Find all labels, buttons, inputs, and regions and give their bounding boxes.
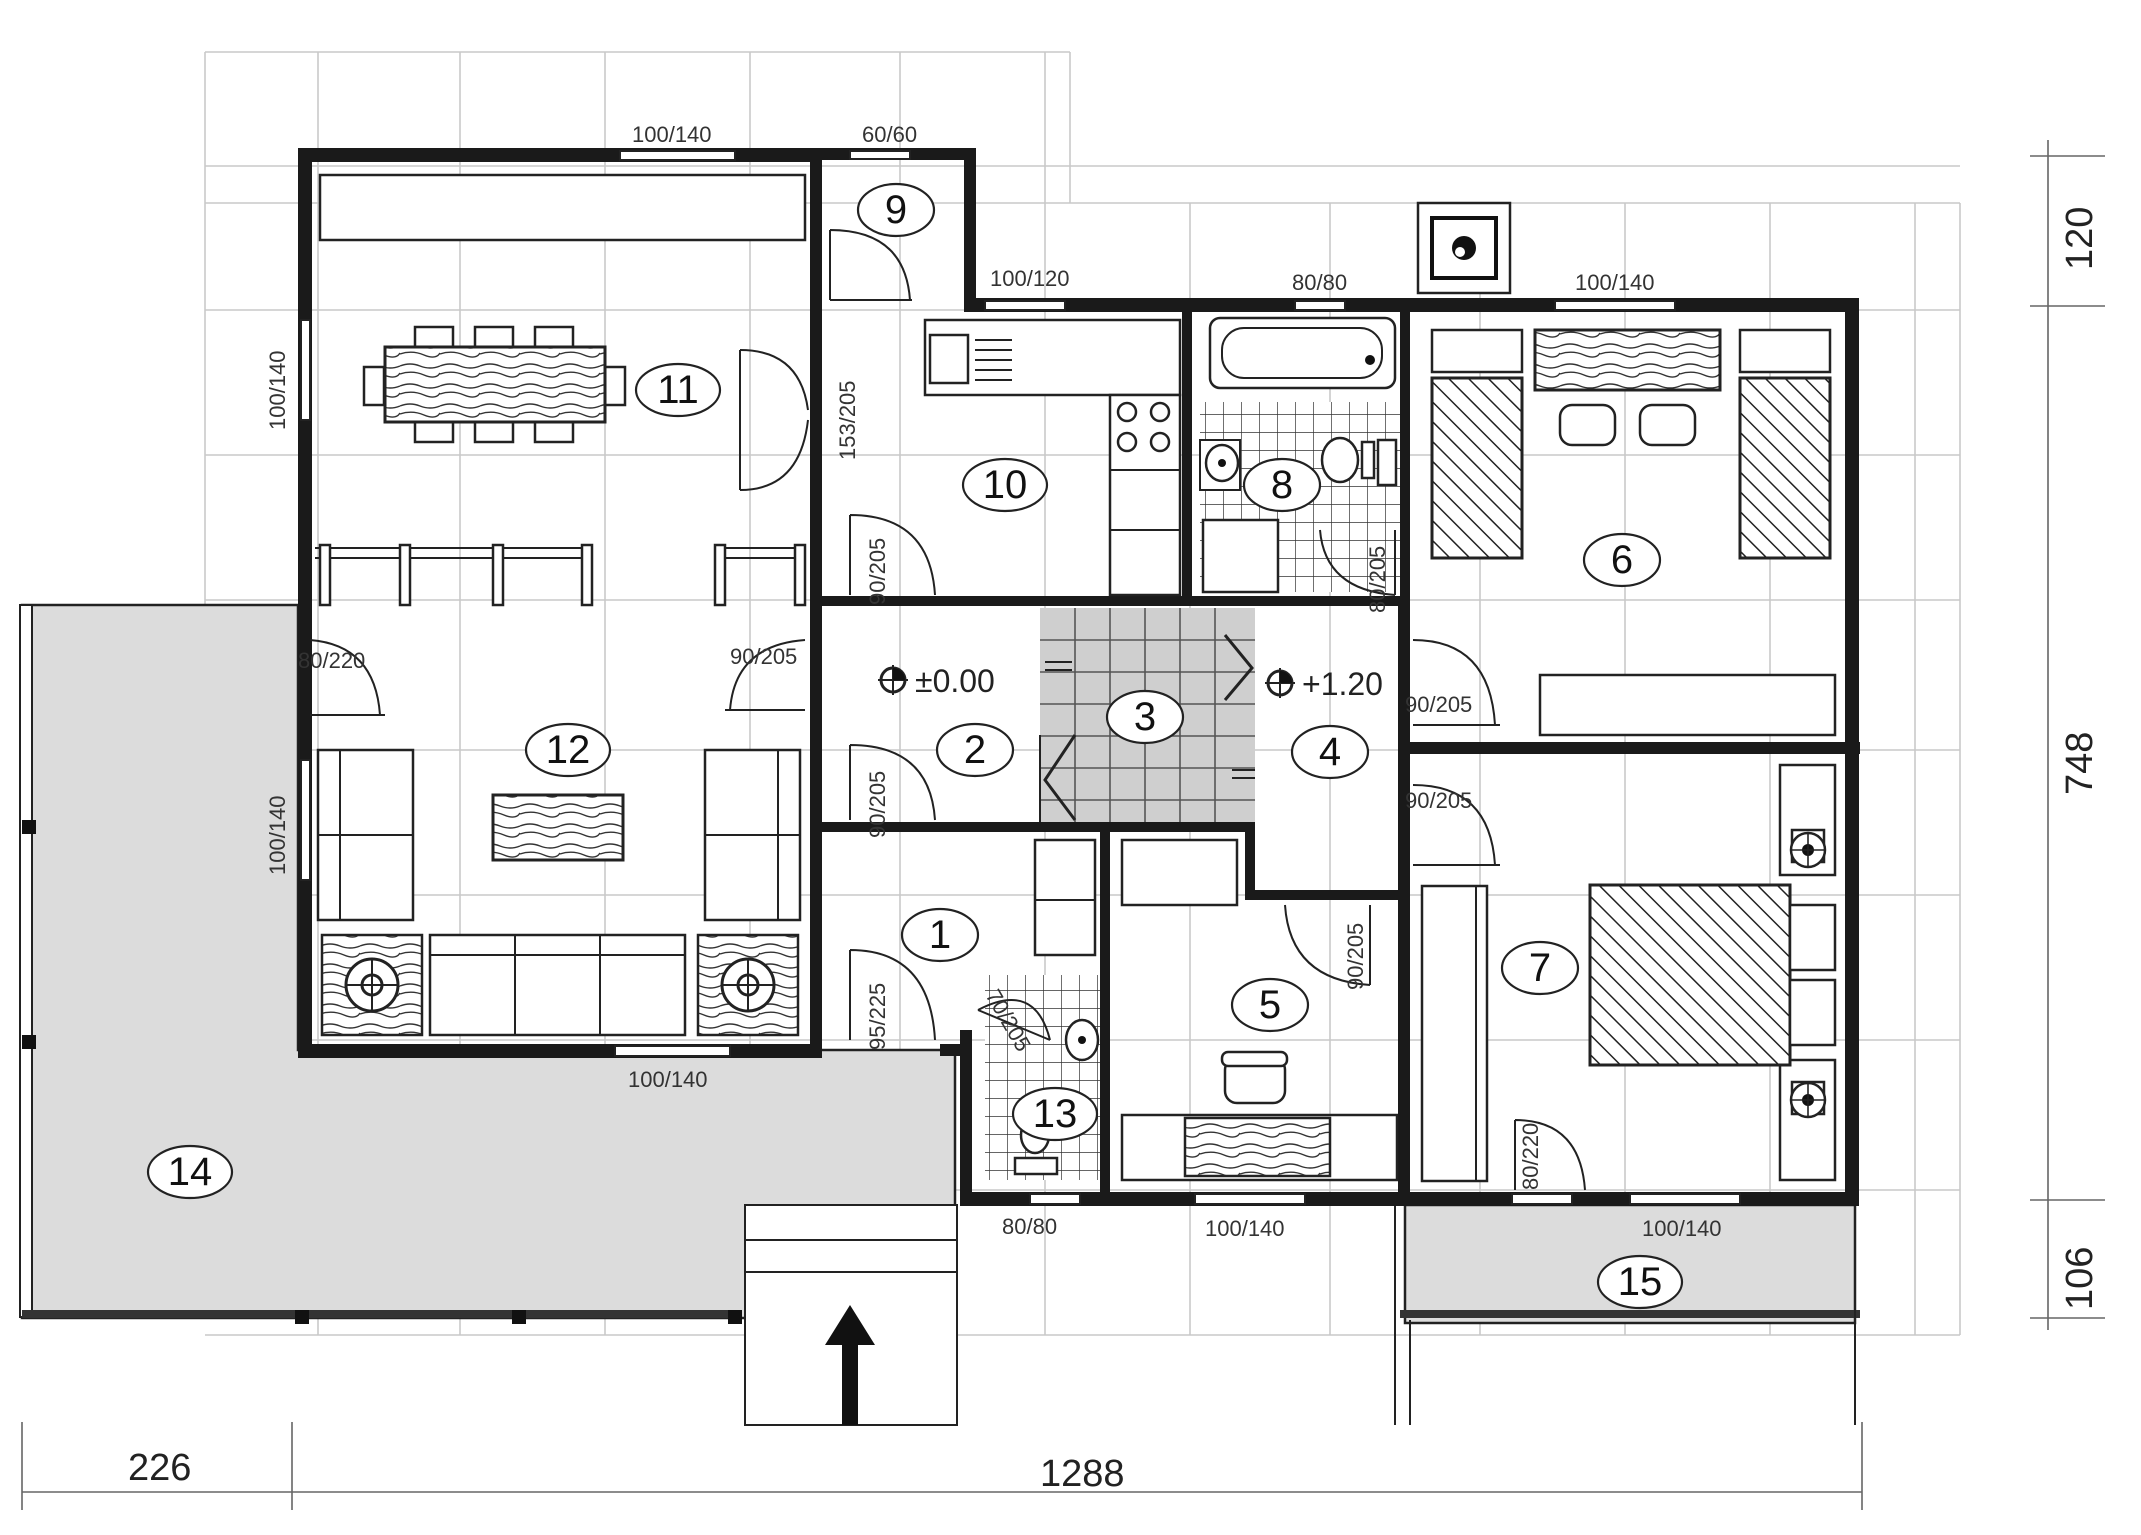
- room-label: 14: [168, 1150, 213, 1194]
- room-label: 15: [1618, 1260, 1663, 1304]
- svg-text:90/205: 90/205: [865, 771, 890, 838]
- svg-text:100/140: 100/140: [1205, 1216, 1285, 1241]
- room-label: 13: [1033, 1092, 1078, 1136]
- terrace-railing: [19, 604, 33, 1318]
- office-furniture: [1120, 838, 1399, 1182]
- svg-text:100/140: 100/140: [632, 122, 712, 147]
- svg-text:90/205: 90/205: [730, 644, 797, 669]
- svg-text:100/140: 100/140: [265, 350, 290, 430]
- bedroom-6-furniture: [1430, 328, 1837, 737]
- door-7[interactable]: [1412, 784, 1500, 866]
- post: [295, 1310, 309, 1324]
- living-set: [316, 748, 802, 1037]
- lamp-icon: [1789, 1081, 1827, 1119]
- door-8[interactable]: [1319, 529, 1396, 596]
- flue-icon: [1452, 236, 1476, 260]
- room-label: 9: [885, 188, 907, 232]
- lamp-icon: [1789, 831, 1827, 869]
- level-marker-icon: [878, 665, 908, 695]
- svg-text:100/140: 100/140: [265, 795, 290, 875]
- lamp-icon: [720, 957, 776, 1013]
- room-label: 11: [657, 368, 699, 412]
- level-upper: +1.20: [1302, 666, 1383, 702]
- bedroom-7-furniture: [1420, 763, 1837, 1183]
- svg-text:153/205: 153/205: [835, 380, 860, 460]
- door-5[interactable]: [1284, 904, 1371, 986]
- wardrobe: [1033, 838, 1097, 957]
- svg-text:80/220: 80/220: [1518, 1123, 1543, 1190]
- door-1[interactable]: [849, 949, 936, 1041]
- svg-text:80/220: 80/220: [298, 648, 365, 673]
- svg-text:90/205: 90/205: [865, 538, 890, 605]
- post: [22, 820, 36, 834]
- kitchen-units: [923, 318, 1182, 597]
- room-label: 6: [1611, 538, 1633, 582]
- post: [728, 1310, 742, 1324]
- door-12-terrace[interactable]: [309, 639, 385, 716]
- door-2[interactable]: [849, 744, 936, 821]
- room-label: 3: [1134, 695, 1156, 739]
- svg-text:80/80: 80/80: [1292, 270, 1347, 295]
- opening-labels: 100/140 60/60 100/120 80/80 100/140 100/…: [265, 122, 1722, 1241]
- room-label: 4: [1319, 730, 1341, 774]
- room-label: 10: [983, 463, 1028, 507]
- level-marker-icon: [1265, 668, 1295, 698]
- terrace-edge: [22, 1310, 742, 1318]
- wall-openings: [300, 150, 1741, 1205]
- room-label: 8: [1271, 463, 1293, 507]
- door-13[interactable]: [977, 999, 1051, 1041]
- svg-text:90/205: 90/205: [1405, 788, 1472, 813]
- svg-text:106: 106: [2059, 1247, 2101, 1310]
- svg-text:90/205: 90/205: [1343, 923, 1368, 990]
- entrance-arrow-icon: [825, 1305, 875, 1425]
- svg-text:100/140: 100/140: [628, 1067, 708, 1092]
- room-label: 5: [1259, 983, 1281, 1027]
- svg-text:100/140: 100/140: [1642, 1216, 1722, 1241]
- room-labels: 1 2 3 4 5 6 7 8 9 10 11 12 13 14 15: [146, 182, 1684, 1310]
- post: [22, 1035, 36, 1049]
- stair-arrow-up: [1223, 634, 1254, 701]
- dimension-lines: [21, 140, 2105, 1510]
- post: [512, 1310, 526, 1324]
- door-12-2[interactable]: [725, 639, 806, 711]
- dining-set: [362, 325, 627, 444]
- bath-fixtures: [1199, 316, 1398, 594]
- overall-dimensions: 226 1288 120 748 106: [128, 207, 2101, 1495]
- svg-text:60/60: 60/60: [862, 122, 917, 147]
- room-label: 12: [546, 728, 591, 772]
- lamp-icon: [344, 957, 400, 1013]
- door-10[interactable]: [849, 514, 936, 596]
- door-double[interactable]: [739, 349, 809, 491]
- terrace-15-edge: [1400, 1310, 1860, 1318]
- svg-text:95/225: 95/225: [865, 983, 890, 1050]
- room-label: 2: [964, 728, 986, 772]
- door-7-terrace[interactable]: [1514, 1119, 1586, 1191]
- svg-text:90/205: 90/205: [1405, 692, 1472, 717]
- svg-text:100/140: 100/140: [1575, 270, 1655, 295]
- svg-text:1288: 1288: [1040, 1453, 1125, 1495]
- stair-arrow-down: [1043, 734, 1077, 821]
- room-label: 1: [929, 913, 951, 957]
- room-label: 7: [1529, 946, 1551, 990]
- svg-text:80/80: 80/80: [1002, 1214, 1057, 1239]
- level-ground: ±0.00: [915, 663, 995, 699]
- svg-text:80/205: 80/205: [1365, 546, 1390, 613]
- door-6[interactable]: [1412, 639, 1500, 726]
- svg-text:748: 748: [2059, 732, 2101, 795]
- svg-text:120: 120: [2059, 207, 2101, 270]
- room-divider-rail: [315, 543, 807, 607]
- door-9[interactable]: [829, 229, 911, 301]
- svg-text:226: 226: [128, 1447, 191, 1489]
- sideboard: [318, 173, 807, 242]
- svg-text:100/120: 100/120: [990, 266, 1070, 291]
